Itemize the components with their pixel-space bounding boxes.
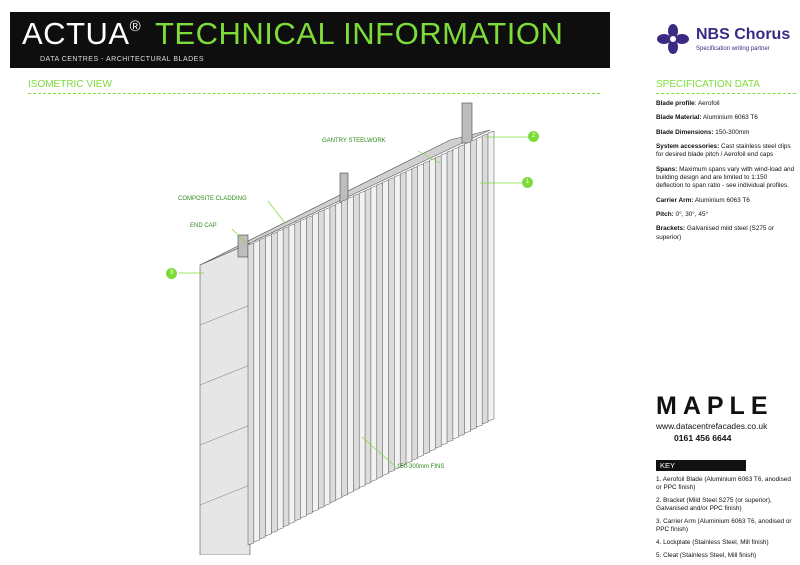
aerofoil-blade xyxy=(341,198,348,497)
aerofoil-blade xyxy=(282,226,290,528)
aerofoil-blade xyxy=(364,188,372,485)
cladding-label: COMPOSITE CLADDING xyxy=(178,196,247,202)
spec-list: Blade profile: Aerofoil Blade Material: … xyxy=(656,100,796,248)
aerofoil-blade xyxy=(253,239,261,543)
aerofoil-blade xyxy=(317,209,325,510)
key-item: 2. Bracket (Mild Steel S275 (or superior… xyxy=(656,497,772,512)
aerofoil-blade xyxy=(259,237,266,540)
spec-item: Spans: Maximum spans vary with wind-load… xyxy=(656,165,795,190)
fins-label: 150-300mm FINS xyxy=(397,464,445,470)
aerofoil-blade xyxy=(458,144,465,437)
panel-joints xyxy=(199,304,251,506)
spec-item: Blade Dimensions: 150-300mm xyxy=(656,128,750,136)
aerofoil-blade xyxy=(277,228,284,531)
gantry-post xyxy=(237,234,249,258)
isometric-heading: ISOMETRIC VIEW xyxy=(28,79,112,90)
aerofoil-blade xyxy=(335,201,343,500)
spec-divider xyxy=(656,93,796,94)
aerofoil-blade xyxy=(294,220,302,522)
isometric-divider xyxy=(28,93,600,94)
aerofoil-blade xyxy=(388,177,395,473)
gantry-label: GANTRY STEELWORK xyxy=(322,138,386,144)
key-item: 4. Lockplate (Stainless Steel, Mill fini… xyxy=(656,539,769,546)
key-item: 1. Aerofoil Blade (Aluminium 6063 T6, an… xyxy=(656,476,791,491)
aerofoil-blade xyxy=(446,149,454,443)
blade-group xyxy=(247,130,495,546)
aerofoil-blade xyxy=(370,185,378,482)
aerofoil-blade xyxy=(247,242,255,546)
aerofoil-blade xyxy=(288,223,296,525)
spec-item: Pitch: 0°, 30°, 45° xyxy=(656,210,709,218)
aerofoil-blade xyxy=(481,133,489,425)
gantry-post xyxy=(461,102,473,144)
endcap-label: END CAP xyxy=(190,223,217,229)
nbs-chorus-logo: NBS Chorus Specification writing partner xyxy=(656,24,796,54)
header-band: ACTUA® TECHNICAL INFORMATION DATA CENTRE… xyxy=(10,12,610,68)
aerofoil-blade xyxy=(353,193,360,491)
aerofoil-blade xyxy=(394,174,401,470)
page-title: TECHNICAL INFORMATION xyxy=(155,16,564,51)
aerofoil-blade xyxy=(440,152,448,446)
phone-number: 0161 456 6644 xyxy=(674,433,732,443)
aerofoil-blade xyxy=(358,190,366,488)
aerofoil-blade xyxy=(312,212,319,513)
key-heading: KEY xyxy=(656,460,746,471)
marker-2: 2 xyxy=(528,131,539,142)
brand-logo: ACTUA® xyxy=(22,16,142,51)
aerofoil-blade xyxy=(329,204,337,504)
nbs-name: NBS Chorus xyxy=(696,26,791,43)
aerofoil-blade xyxy=(429,157,436,452)
aerofoil-blade xyxy=(464,141,471,434)
marker-1: 1 xyxy=(522,177,533,188)
leader-lines xyxy=(179,136,528,468)
aerofoil-blade xyxy=(470,138,477,431)
aerofoil-blade xyxy=(347,196,354,494)
gantry-post xyxy=(339,172,349,204)
aerofoil-blade xyxy=(306,215,313,516)
aerofoil-blade xyxy=(323,207,331,507)
website-link[interactable]: www.datacentrefacades.co.uk xyxy=(656,421,768,431)
aerofoil-blade xyxy=(487,130,495,422)
marker-3: 3 xyxy=(166,268,177,279)
aerofoil-blade xyxy=(411,166,419,461)
aerofoil-blade xyxy=(476,136,483,428)
cladding-panel xyxy=(199,242,251,555)
page-subtitle: DATA CENTRES - ARCHITECTURAL BLADES xyxy=(40,56,205,63)
aerofoil-blade xyxy=(417,163,425,458)
nbs-flower-icon xyxy=(657,24,689,54)
spec-item: Brackets: Galvanised mild steel (S275 or… xyxy=(656,225,774,241)
aerofoil-blade xyxy=(382,179,389,476)
spec-item: Blade profile: Aerofoil xyxy=(656,100,720,107)
aerofoil-blade xyxy=(405,168,413,464)
spec-heading: SPECIFICATION DATA xyxy=(656,79,760,90)
aerofoil-blade xyxy=(376,182,384,479)
aerofoil-blade xyxy=(300,218,307,519)
aerofoil-blade xyxy=(399,171,407,467)
spec-item: Blade Material: Aluminium 6063 T6 xyxy=(656,114,758,122)
aerofoil-blade xyxy=(265,234,272,537)
nbs-tagline: Specification writing partner xyxy=(696,46,770,52)
key-item: 5. Cleat (Stainless Steel, Mill finish) xyxy=(656,552,757,559)
key-item: 3. Carrier Arm (Aluminium 6063 T6, anodi… xyxy=(656,518,792,533)
spec-item: System accessories: Cast stainless steel… xyxy=(656,142,791,159)
isometric-drawing xyxy=(179,102,528,555)
aerofoil-blade xyxy=(271,231,278,534)
maple-logo: MAPLE xyxy=(656,392,774,420)
aerofoil-blade xyxy=(435,155,442,449)
aerofoil-blade xyxy=(423,160,430,455)
key-list: 1. Aerofoil Blade (Aluminium 6063 T6, an… xyxy=(656,476,796,565)
aerofoil-blade xyxy=(452,147,460,440)
spec-item: Carrier Arm: Aluminium 6063 T6 xyxy=(656,196,750,204)
